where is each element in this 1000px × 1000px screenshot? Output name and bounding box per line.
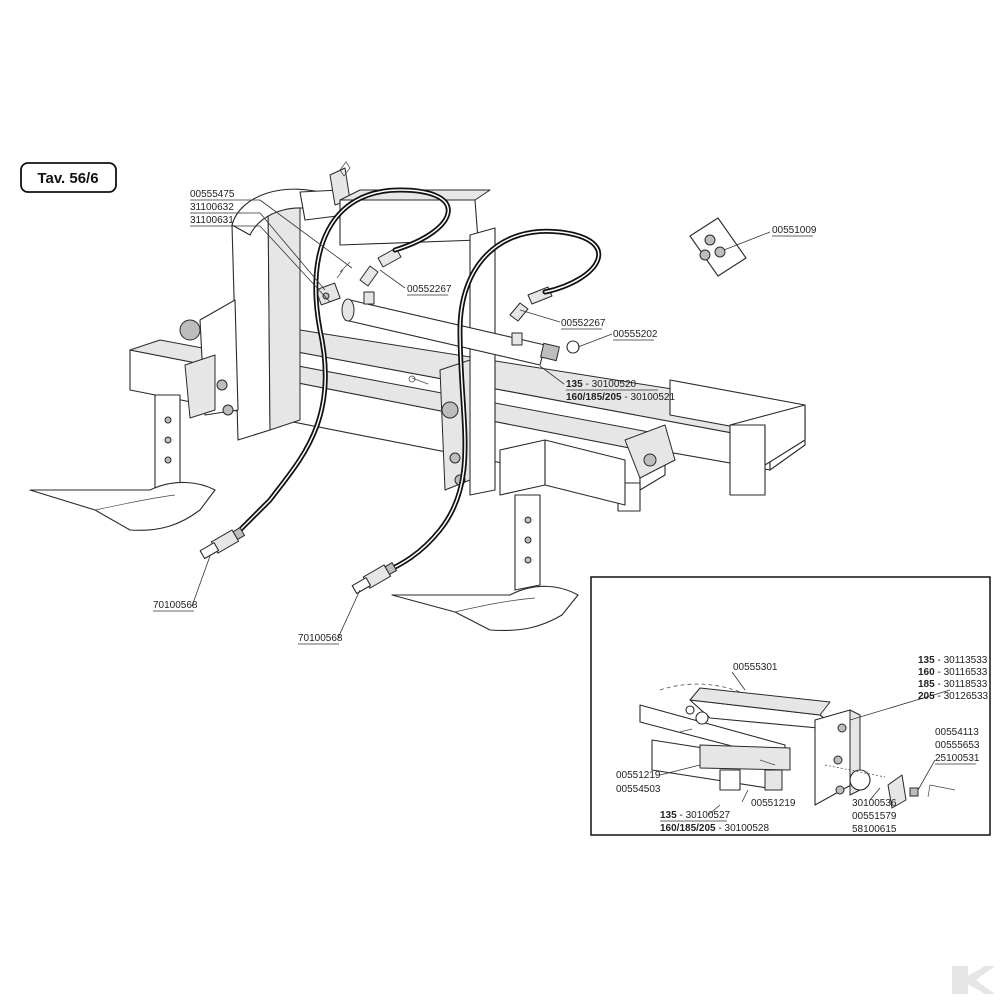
callout-00555301: 00555301 [733, 662, 778, 673]
callout-00555475: 00555475 [190, 189, 235, 200]
inset-drawing [639, 683, 956, 809]
callout-160-30116533: 160 - 30116533 [918, 667, 988, 678]
callout-cylinder-160: 160/185/205 - 30100521 [566, 392, 675, 403]
hydraulic-cylinder [341, 291, 580, 366]
table-label-box: Tav. 56/6 [20, 162, 117, 193]
callout-58100615: 58100615 [852, 824, 897, 835]
quick-couplers [199, 526, 398, 595]
callout-30100536: 30100536 [852, 798, 897, 809]
callout-70100568-b: 70100568 [298, 633, 343, 644]
callout-135-30113533: 135 - 30113533 [918, 655, 988, 666]
callout-cylinder-135: 135 - 30100520 [566, 379, 637, 390]
callout-31100631: 31100631 [190, 215, 234, 226]
sticker-decal [689, 217, 747, 277]
main-callouts: 00555475 31100632 31100631 00552267 0055… [153, 189, 817, 645]
inset-detail: 00555301 00551219 00554503 00551219 135 … [590, 576, 991, 836]
hydraulic-hoses [227, 187, 601, 575]
elbow-fittings [315, 247, 553, 322]
callout-185-30118533: 185 - 30118533 [918, 679, 988, 690]
callout-70100568-a: 70100568 [153, 600, 198, 611]
watermark-logo [952, 966, 995, 994]
callout-00554503: 00554503 [616, 784, 661, 795]
machine-frame [29, 161, 806, 631]
callout-00552267-a: 00552267 [407, 284, 452, 295]
leader-lines [190, 199, 771, 639]
callout-00551219-b: 00551219 [751, 798, 796, 809]
callout-205-30126533: 205 - 30126533 [918, 691, 989, 702]
table-label: Tav. 56/6 [37, 170, 98, 187]
callout-00551219-a: 00551219 [616, 770, 661, 781]
callout-00551579: 00551579 [852, 811, 897, 822]
callout-inset-160: 160/185/205 - 30100528 [660, 823, 769, 834]
callout-00551009: 00551009 [772, 225, 817, 236]
callout-25100531: 25100531 [935, 753, 980, 764]
callout-31100632: 31100632 [190, 202, 234, 213]
callout-00554113: 00554113 [935, 727, 979, 738]
callout-00555653: 00555653 [935, 740, 980, 751]
callout-00555202: 00555202 [613, 329, 658, 340]
callout-inset-135: 135 - 30100527 [660, 810, 731, 821]
callout-00552267-b: 00552267 [561, 318, 606, 329]
